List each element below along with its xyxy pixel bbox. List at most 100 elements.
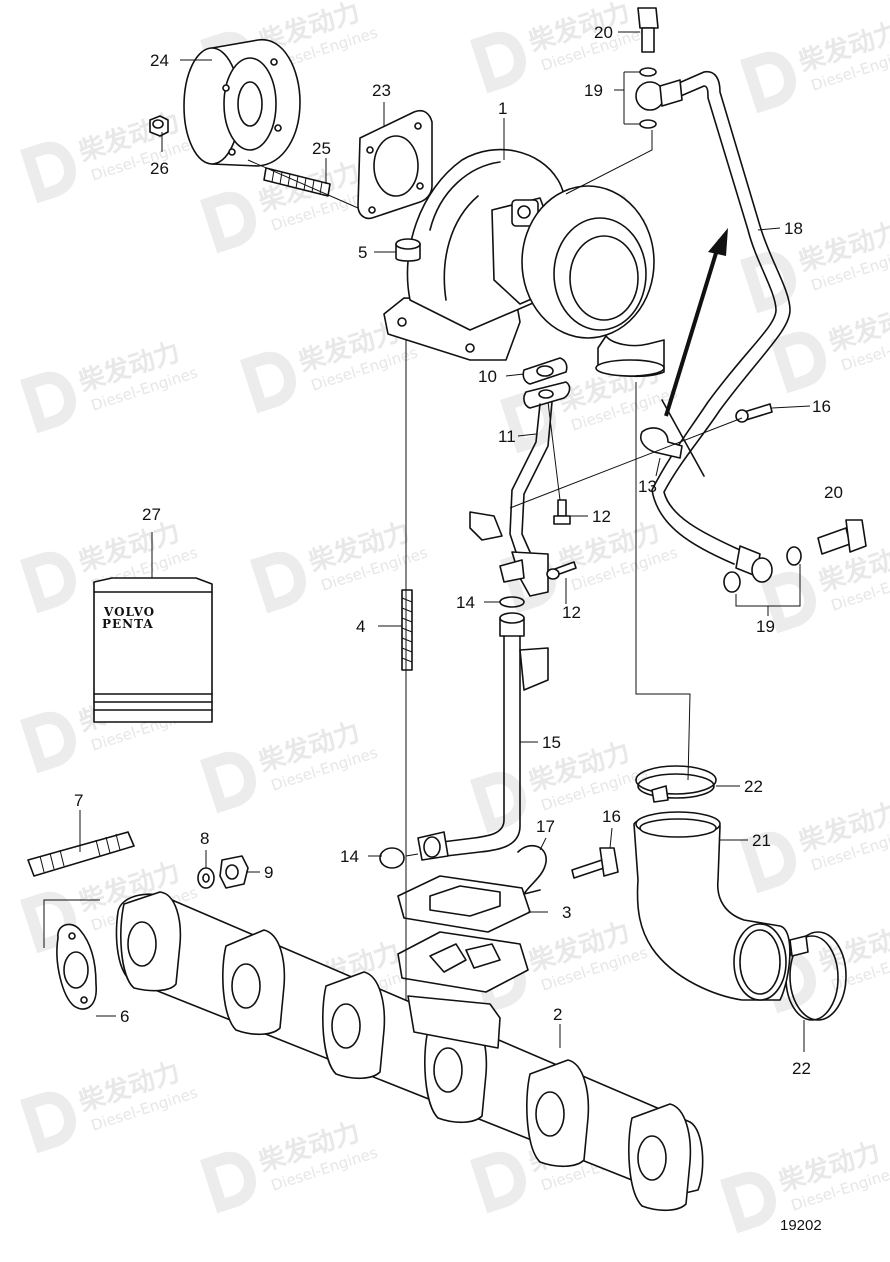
watermark-logo-icon xyxy=(20,141,76,204)
part-8-washer[interactable] xyxy=(197,867,215,889)
part-18-pipe[interactable] xyxy=(651,70,791,577)
part-6-gasket[interactable] xyxy=(56,923,97,1010)
watermark-logo-icon xyxy=(200,751,256,814)
part-12-bolt-lower[interactable] xyxy=(546,561,577,580)
part-3-gasket-lower[interactable] xyxy=(397,931,529,993)
label-part-25: 25 xyxy=(312,139,331,158)
part-24-spacer[interactable] xyxy=(183,39,301,167)
label-part-20a: 20 xyxy=(594,23,613,42)
document-number: 19202 xyxy=(780,1217,822,1234)
part-9-nut[interactable] xyxy=(219,855,249,889)
label-part-18: 18 xyxy=(784,219,803,238)
label-part-22a: 22 xyxy=(744,777,763,796)
part-22-hose-clamp-upper[interactable] xyxy=(635,765,717,803)
label-part-1: 1 xyxy=(498,99,507,118)
watermark-logo-icon xyxy=(470,1151,526,1214)
part-16-bolt-upper[interactable] xyxy=(735,403,773,423)
label-part-10: 10 xyxy=(478,367,497,386)
label-part-8: 8 xyxy=(200,829,209,848)
part-20-bolt-upper[interactable] xyxy=(637,7,659,53)
part-7-stud[interactable] xyxy=(27,831,135,877)
label-part-16b: 16 xyxy=(602,807,621,826)
label-part-24: 24 xyxy=(150,51,169,70)
watermark-logo-icon xyxy=(250,551,306,614)
part-19-banjo-lower[interactable] xyxy=(723,546,802,593)
watermark-logo-icon xyxy=(760,571,816,634)
part-13-clamp[interactable] xyxy=(639,399,705,477)
part-19-banjo-upper[interactable] xyxy=(635,67,683,129)
watermark-logo-icon xyxy=(720,1171,776,1234)
label-part-9: 9 xyxy=(264,863,273,882)
part-5-sleeve[interactable] xyxy=(395,238,421,262)
kit-brand-line1: VOLVO xyxy=(103,605,155,619)
part-14-o-ring-lower[interactable] xyxy=(379,847,405,869)
part-15-oil-return-pipe[interactable] xyxy=(417,612,549,861)
label-part-19b: 19 xyxy=(756,617,775,636)
label-part-14b: 14 xyxy=(340,847,359,866)
watermark-logo-icon xyxy=(20,371,76,434)
watermark-logo-icon xyxy=(240,351,296,414)
part-labels: 1 2 3 4 5 6 7 8 9 10 11 12 12 13 14 14 1… xyxy=(74,23,843,1078)
part-2-exhaust-manifold[interactable] xyxy=(115,891,704,1212)
watermark-logo-icon xyxy=(740,251,796,314)
watermark-logo-icon xyxy=(200,1151,256,1214)
part-17-clip[interactable] xyxy=(517,844,547,895)
part-12-bolt-upper[interactable] xyxy=(553,499,571,525)
watermark-logo-icon xyxy=(770,331,826,394)
watermark-logo-icon xyxy=(20,711,76,774)
label-part-15: 15 xyxy=(542,733,561,752)
watermark-logo-icon xyxy=(20,1091,76,1154)
label-part-5: 5 xyxy=(358,243,367,262)
label-part-13: 13 xyxy=(638,477,657,496)
label-part-12b: 12 xyxy=(562,603,581,622)
part-11-oil-pipe[interactable] xyxy=(469,381,571,597)
part-3-gasket-upper[interactable] xyxy=(397,875,531,933)
watermark-logo-icon xyxy=(470,31,526,94)
part-20-bolt-lower[interactable] xyxy=(817,519,867,555)
part-1-turbocharger[interactable] xyxy=(383,148,665,378)
watermark-logo-icon xyxy=(470,771,526,834)
watermark-logo-icon xyxy=(20,551,76,614)
watermark-logo-icon xyxy=(200,191,256,254)
label-part-2: 2 xyxy=(553,1005,562,1024)
leader-lines xyxy=(43,31,811,1052)
label-part-6: 6 xyxy=(120,1007,129,1026)
part-16-bolt-lower[interactable] xyxy=(571,847,619,879)
part-23-gasket[interactable] xyxy=(357,109,433,220)
label-part-16a: 16 xyxy=(812,397,831,416)
part-21-hose-elbow[interactable] xyxy=(633,811,791,1001)
label-part-26: 26 xyxy=(150,159,169,178)
label-part-22b: 22 xyxy=(792,1059,811,1078)
label-part-14a: 14 xyxy=(456,593,475,612)
label-part-20b: 20 xyxy=(824,483,843,502)
part-26-nut[interactable] xyxy=(149,115,169,137)
part-4-stud[interactable] xyxy=(401,589,413,671)
label-part-23: 23 xyxy=(372,81,391,100)
label-part-4: 4 xyxy=(356,617,365,636)
watermark-logo-icon xyxy=(740,831,796,894)
label-part-12a: 12 xyxy=(592,507,611,526)
label-part-21: 21 xyxy=(752,831,771,850)
label-part-3: 3 xyxy=(562,903,571,922)
label-part-27: 27 xyxy=(142,505,161,524)
label-part-19a: 19 xyxy=(584,81,603,100)
watermark-logo-icon xyxy=(740,51,796,114)
label-part-17: 17 xyxy=(536,817,555,836)
part-10-gasket[interactable] xyxy=(522,357,568,385)
direction-arrow xyxy=(664,228,728,417)
label-part-11: 11 xyxy=(498,427,516,446)
label-part-7: 7 xyxy=(74,791,83,810)
part-27-gasket-kit[interactable]: VOLVO PENTA xyxy=(93,577,213,723)
kit-brand-line2: PENTA xyxy=(102,617,154,631)
watermark-logo-icon xyxy=(500,391,556,454)
